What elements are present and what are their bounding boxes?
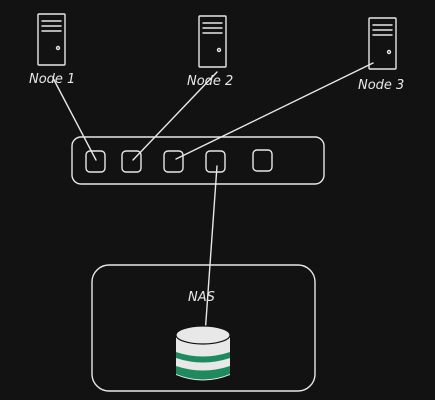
link-nas xyxy=(203,165,218,350)
switch-port-5 xyxy=(252,149,273,172)
nas-label: NAS xyxy=(188,290,215,305)
link-node-3 xyxy=(175,62,374,160)
network-switch xyxy=(71,136,325,185)
switch-port-3 xyxy=(163,150,184,173)
switch-port-1 xyxy=(85,150,106,173)
server-icon-node-2 xyxy=(198,15,227,68)
database-icon xyxy=(175,325,231,381)
node-1-label: Node 1 xyxy=(29,72,75,87)
server-icon-node-3 xyxy=(368,17,397,70)
nas-container xyxy=(91,264,316,392)
link-node-2 xyxy=(132,71,218,161)
switch-body xyxy=(71,136,325,185)
switch-port-2 xyxy=(121,150,142,173)
node-3-label: Node 3 xyxy=(358,78,404,93)
server-icon-node-1 xyxy=(37,13,66,66)
switch-port-4 xyxy=(205,150,226,173)
node-2-label: Node 2 xyxy=(187,74,233,89)
connections xyxy=(52,62,374,350)
link-node-1 xyxy=(52,77,97,161)
